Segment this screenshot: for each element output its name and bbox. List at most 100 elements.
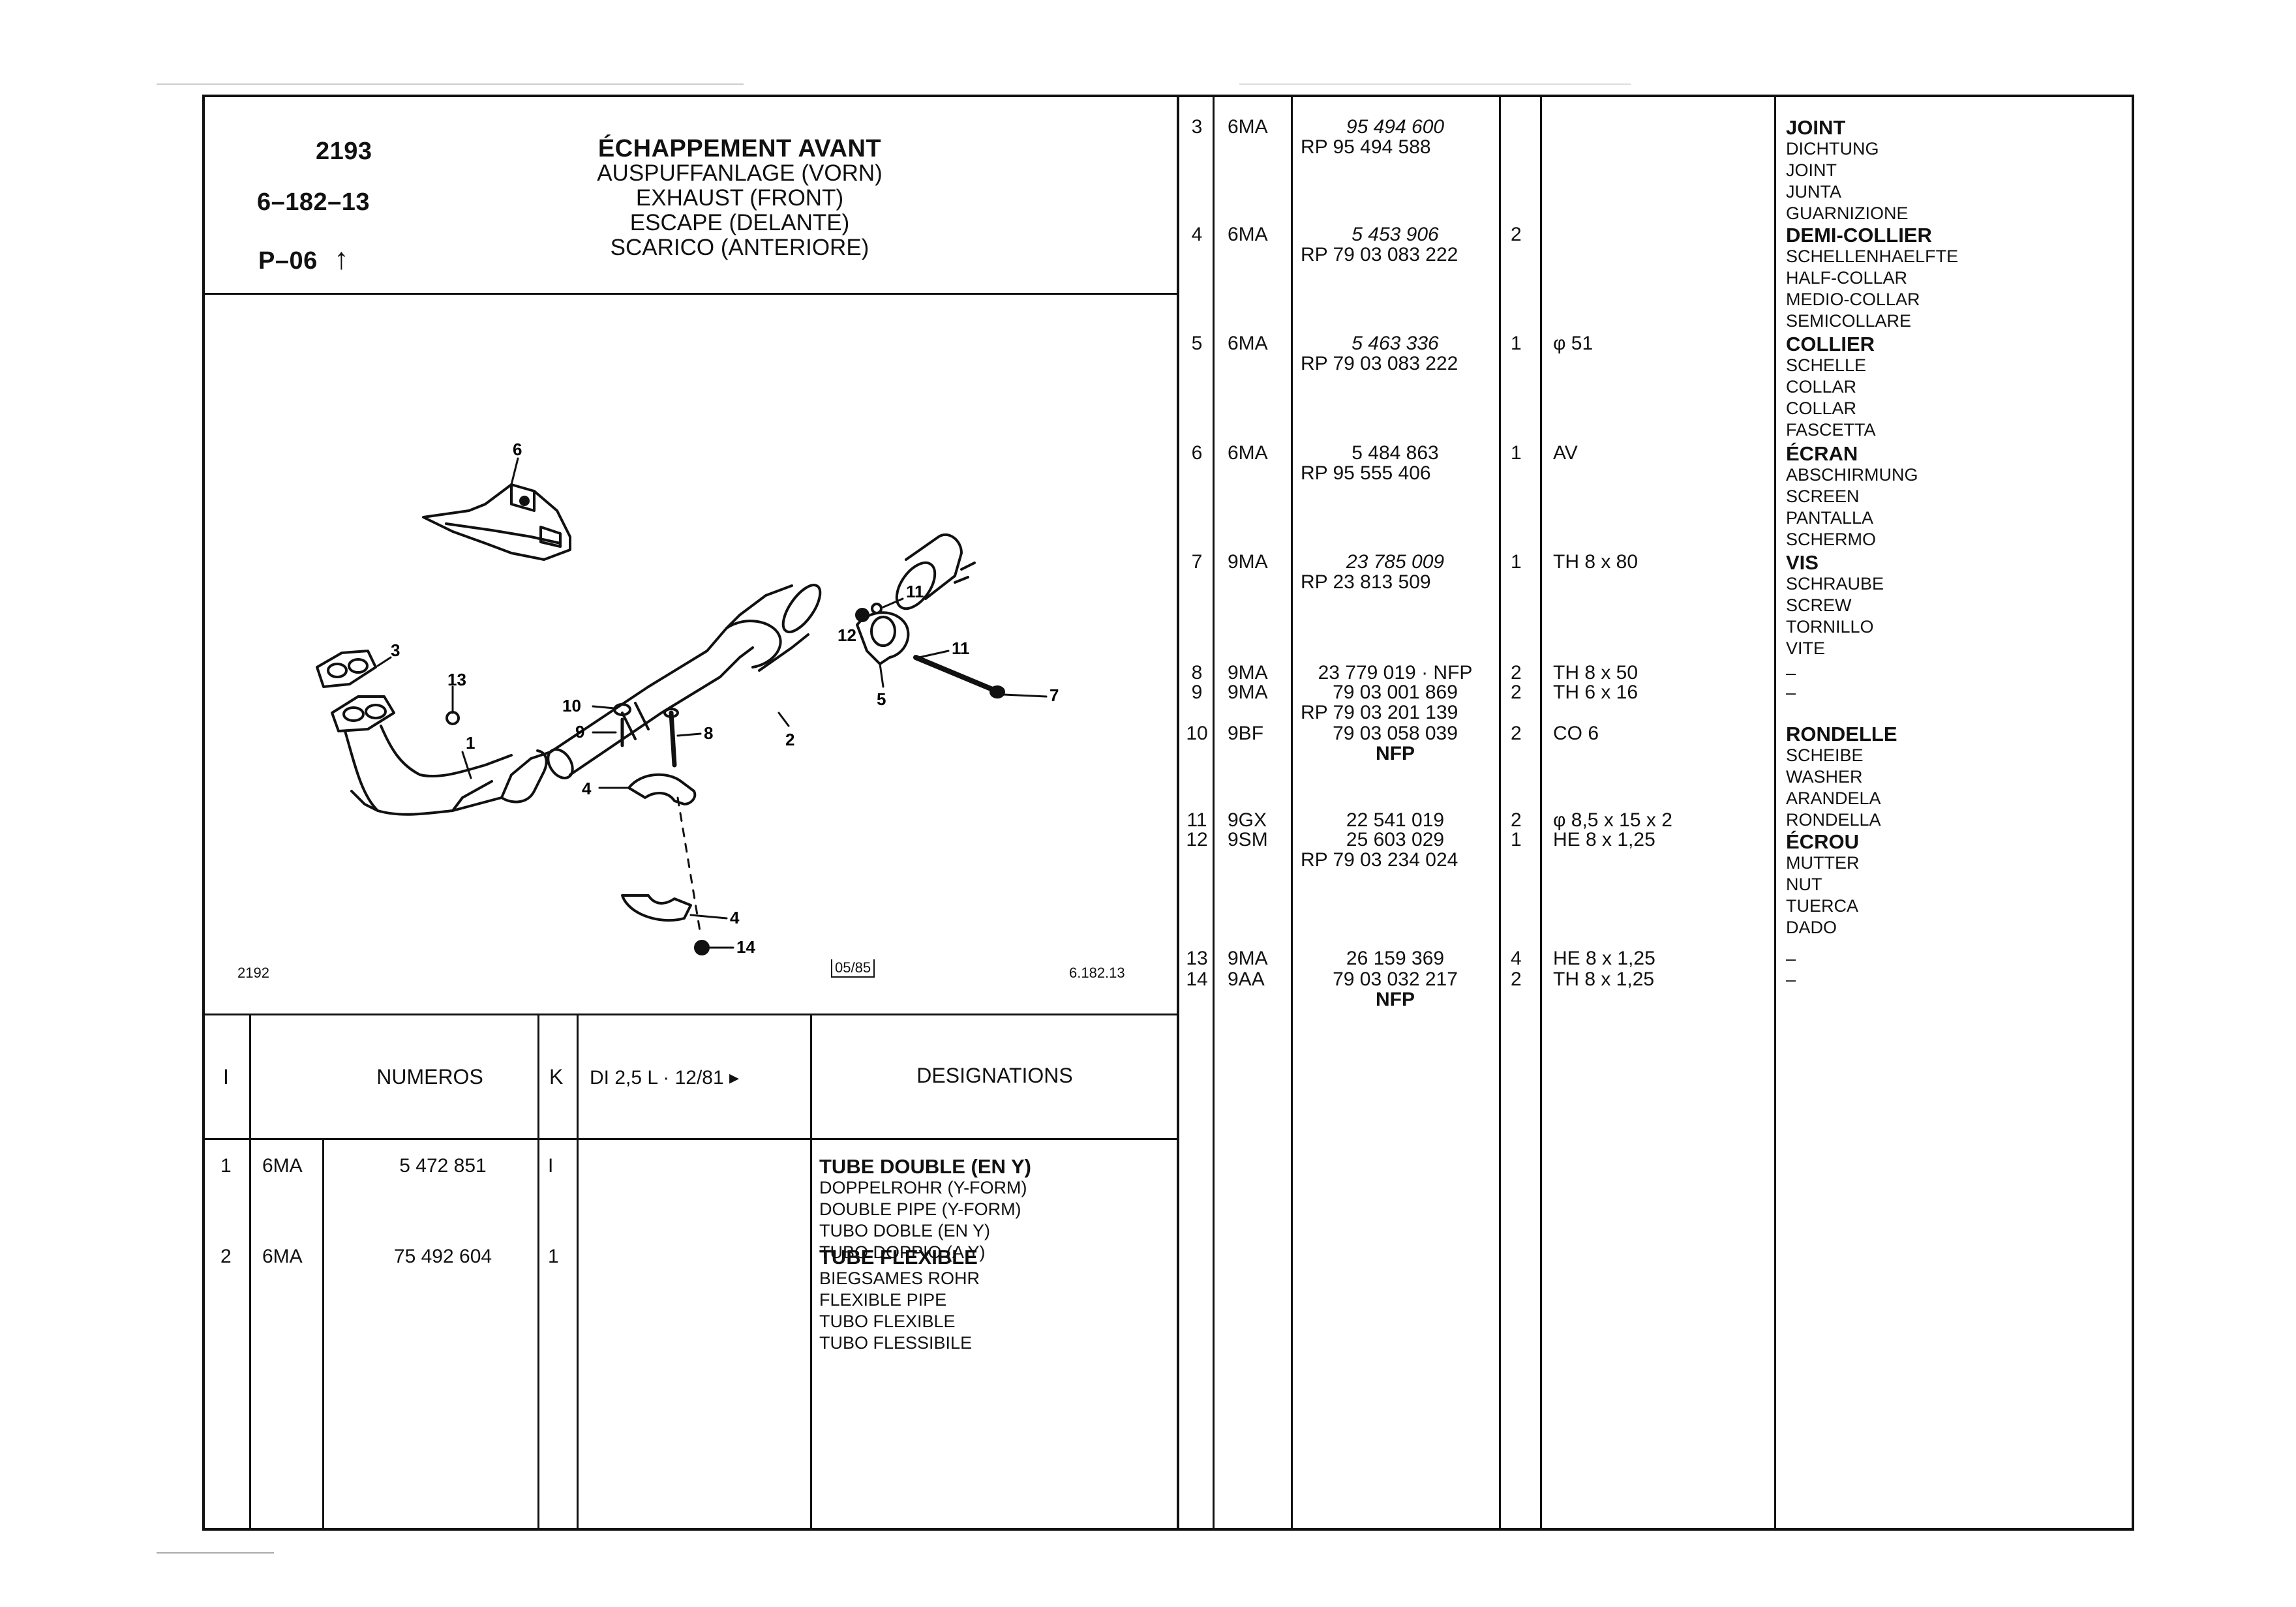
title-fr: ÉCHAPPEMENT AVANT	[597, 135, 882, 162]
row-qty: 1	[1511, 442, 1522, 464]
part-bolt-8	[663, 708, 702, 768]
right-col-line-4	[1540, 97, 1542, 1528]
row-spec: HE 8 x 1,25	[1553, 948, 1655, 969]
row-desc-line: SEMICOLLARE	[1786, 311, 1912, 331]
row-index: 7	[1191, 551, 1203, 573]
row-desc-line: TUBE DOUBLE (EN Y)	[819, 1155, 1031, 1178]
row-desc-line: JUNTA	[1786, 182, 1841, 202]
diagram-divider	[205, 1014, 1178, 1015]
part-nut-12	[855, 597, 950, 659]
title-block: ÉCHAPPEMENT AVANT AUSPUFFANLAGE (VORN) E…	[570, 136, 909, 260]
row-desc-line: SCHEIBE	[1786, 745, 1864, 765]
section-code: 6–182–13	[257, 188, 370, 216]
row-qty: I	[548, 1155, 554, 1177]
row-desc-line: RONDELLA	[1786, 810, 1881, 830]
row-spec: HE 8 x 1,25	[1553, 829, 1655, 850]
row-code: 9AA	[1228, 969, 1265, 990]
row-desc-line: –	[1786, 970, 1796, 989]
left-col-line-3	[537, 1014, 539, 1528]
part-washer-10	[592, 703, 631, 747]
row-desc-line: –	[1786, 949, 1796, 969]
row-qty: 1	[548, 1246, 559, 1267]
header-divider	[205, 293, 1178, 295]
row-desc-line: PANTALLA	[1786, 508, 1874, 528]
row-number-line: RP 79 03 083 222	[1301, 244, 1458, 265]
callout-1: 1	[466, 733, 475, 753]
row-desc-line: TUBO FLEXIBLE	[819, 1312, 956, 1331]
row-desc-line: MUTTER	[1786, 853, 1860, 873]
part-tailpipe-stub	[895, 533, 976, 610]
row-desc-line: DADO	[1786, 918, 1837, 937]
page-ref: P–06 ↑	[258, 241, 349, 276]
diagram-footer-mid: 05/85	[831, 959, 875, 978]
row-desc-line: TUBO DOPPIO (A Y)	[819, 1242, 986, 1262]
row-spec: φ 51	[1553, 333, 1594, 354]
row-number-line: RP 79 03 201 139	[1301, 702, 1458, 723]
part-clamp-5	[856, 611, 910, 665]
panel-divider	[1177, 97, 1179, 1528]
row-code: 9MA	[1228, 948, 1268, 969]
callout-8: 8	[704, 723, 713, 743]
row-desc-line: JOINT	[1786, 116, 1846, 139]
row-index: 13	[1186, 948, 1208, 969]
callout-7: 7	[1050, 685, 1059, 705]
row-index: 2	[220, 1246, 232, 1267]
row-desc-line: ABSCHIRMUNG	[1786, 465, 1918, 485]
row-index: 10	[1186, 723, 1208, 744]
row-desc-line: FASCETTA	[1786, 420, 1876, 440]
row-number-line: 26 159 369	[1346, 948, 1445, 969]
row-desc-line: NUT	[1786, 875, 1822, 894]
row-index: 5	[1191, 333, 1203, 354]
callout-2: 2	[785, 730, 794, 749]
row-code: 6MA	[1228, 224, 1268, 245]
right-col-line-3	[1499, 97, 1501, 1528]
parts-catalog-sheet: 2193 6–182–13 P–06 ↑ ÉCHAPPEMENT AVANT A…	[202, 95, 2134, 1531]
title-es: ESCAPE (DELANTE)	[629, 210, 850, 235]
callout-6: 6	[513, 440, 522, 459]
row-spec: TH 8 x 1,25	[1553, 969, 1655, 990]
row-desc-line: –	[1786, 683, 1796, 702]
row-code: 9MA	[1228, 551, 1268, 573]
callout-9: 9	[575, 722, 584, 742]
part-flexible-pipe	[547, 584, 822, 779]
diagram-date: 05/85	[835, 959, 871, 976]
page-ref-text: P–06	[258, 247, 318, 275]
callout-4-upper: 4	[582, 779, 592, 798]
row-desc-line: MEDIO-COLLAR	[1786, 290, 1920, 309]
row-number-line: 5 484 863	[1352, 442, 1439, 464]
col-header-model: DI 2,5 L · 12/81 ▸	[590, 1067, 740, 1089]
row-number: 5 472 851	[399, 1155, 487, 1177]
row-code: 9SM	[1228, 829, 1268, 850]
row-qty: 2	[1511, 682, 1522, 703]
row-code: 9BF	[1228, 723, 1264, 744]
scan-noise-top-2	[1239, 83, 1631, 85]
row-desc-line: ARANDELA	[1786, 788, 1881, 808]
group-code: 2193	[316, 138, 372, 165]
row-desc-line: GUARNIZIONE	[1786, 203, 1909, 223]
row-spec: TH 6 x 16	[1553, 682, 1639, 703]
row-number-line: 95 494 600	[1346, 116, 1445, 138]
right-col-line-1	[1213, 97, 1215, 1528]
row-index: 8	[1191, 662, 1203, 683]
callout-14: 14	[736, 937, 755, 957]
row-number-line: RP 95 555 406	[1301, 462, 1431, 484]
row-code: 6MA	[262, 1246, 303, 1267]
row-code: 6MA	[262, 1155, 303, 1177]
row-spec: TH 8 x 80	[1553, 551, 1639, 573]
row-spec: φ 8,5 x 15 x 2	[1553, 809, 1672, 831]
row-desc-line: SCHERMO	[1786, 530, 1877, 549]
callout-5: 5	[877, 689, 886, 709]
scan-noise-bottom	[157, 1552, 274, 1554]
part-gasket-3	[316, 650, 377, 688]
row-desc-line: VIS	[1786, 551, 1819, 574]
row-code: 9MA	[1228, 662, 1268, 683]
exhaust-exploded-diagram: 6 3 13 1 2 10 9 8 4 4 14 5 7 11 11 12	[316, 440, 1059, 957]
row-number-line: RP 79 03 234 024	[1301, 849, 1458, 871]
callout-10: 10	[562, 696, 581, 715]
col-header-numbers: NUMEROS	[376, 1065, 483, 1089]
row-desc-line: BIEGSAMES ROHR	[819, 1269, 980, 1288]
up-arrow-icon: ↑	[333, 241, 350, 275]
row-desc-line: COLLAR	[1786, 398, 1857, 418]
row-number-line: 5 453 906	[1352, 224, 1439, 245]
row-desc-line: WASHER	[1786, 767, 1863, 787]
